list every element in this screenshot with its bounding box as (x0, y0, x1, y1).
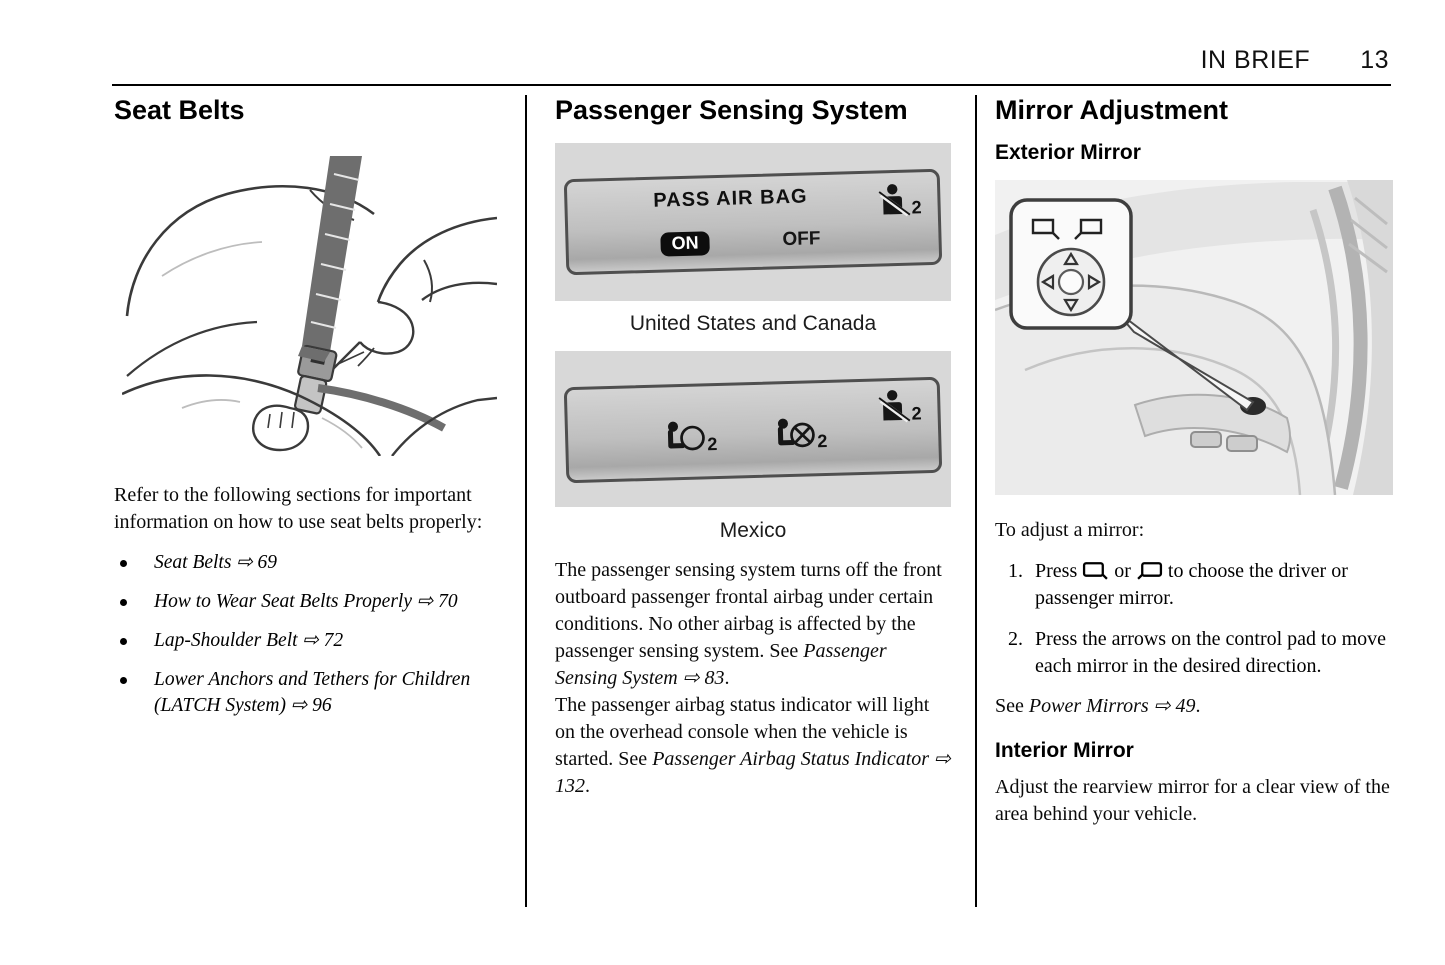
seat-belt-reminder-icon: 2 (878, 182, 922, 217)
period: . (585, 774, 590, 797)
reference-text: See (995, 694, 1024, 717)
step-text: Press the arrows on the control pad to m… (1035, 627, 1387, 677)
cross-reference: Passenger Airbag Status Indicator (652, 747, 930, 770)
paragraph-text: The passenger airbag status indicator wi… (555, 693, 930, 770)
pass-airbag-switch-panel: PASS AIR BAG ON OFF 2 (563, 168, 943, 275)
airbag-off-icon-svg (777, 418, 815, 447)
exterior-mirror-heading: Exterior Mirror (995, 140, 1141, 164)
mexico-indicator-panel: 2 2 2 (563, 376, 943, 483)
step-text-part: or (1114, 559, 1131, 582)
seat-belt-reminder-icon: 2 (878, 388, 922, 423)
driver-mirror-icon (1082, 560, 1109, 582)
running-head: IN BRIEF 13 (1201, 46, 1389, 75)
mirror-illustration-svg (994, 179, 1393, 495)
seat-belts-title: Seat Belts (114, 95, 245, 125)
mexico-caption: Mexico (719, 518, 787, 542)
airbag-icon-svg (667, 421, 705, 451)
interior-mirror-heading: Interior Mirror (995, 738, 1134, 762)
mirror-select-symbols (1031, 218, 1103, 240)
pass-airbag-mexico-image: 2 2 2 (555, 350, 951, 507)
step-number: 2. (1008, 627, 1023, 650)
mirror-control-illustration (994, 179, 1393, 495)
seat-belt-icon-svg (878, 183, 911, 217)
passenger-sensing-title: Passenger Sensing System (555, 95, 908, 125)
airbag-on-icon: 2 (664, 418, 718, 454)
page-number: 13 (1360, 46, 1389, 74)
off-indicator: OFF (782, 227, 821, 250)
step-1: 1. Press or to choose the driver or pass… (995, 558, 1393, 612)
passenger-sensing-paragraph-2: The passenger airbag status indicator wi… (555, 692, 951, 800)
step-2: 2. Press the arrows on the control pad t… (995, 626, 1393, 680)
passenger-sensing-column: Passenger Sensing System PASS AIR BAG ON… (555, 95, 951, 800)
icon-number: 2 (707, 433, 718, 454)
column-divider (525, 95, 527, 907)
ref-lap-shoulder: Lap-Shoulder Belt ⇨ 72 (154, 629, 344, 651)
list-item: Seat Belts ⇨ 69 (114, 550, 502, 576)
bullet-dot (120, 559, 127, 567)
icon-number: 2 (911, 402, 922, 424)
ref-seat-belts: Seat Belts ⇨ 69 (154, 551, 278, 573)
cross-reference: Passenger Sensing System ⇨ 83 (555, 639, 887, 689)
step-text-part: to choose the driver or passenger mirror… (1035, 559, 1348, 609)
paragraph-text: The passenger sensing system turns off t… (555, 558, 942, 662)
list-item: Lap-Shoulder Belt ⇨ 72 (114, 628, 502, 654)
bullet-dot (120, 598, 127, 606)
period: . (1195, 694, 1201, 717)
bullet-dot (120, 676, 127, 684)
us-caption: United States and Canada (629, 311, 877, 335)
list-item: Lower Anchors and Tethers for Children (… (114, 667, 502, 719)
direction-arrows (1040, 251, 1102, 312)
mirror-adjustment-title: Mirror Adjustment (995, 95, 1229, 125)
step-text: Press or to choose the driver or passeng… (1035, 558, 1393, 612)
airbag-off-icon: 2 (774, 415, 828, 451)
cross-reference: Power Mirrors ⇨ 49 (1028, 694, 1196, 717)
ref-latch: Lower Anchors and Tethers for Children (… (154, 668, 471, 716)
seat-belt-buckling-illustration (121, 155, 498, 457)
section-title: IN BRIEF (1200, 46, 1311, 74)
passenger-mirror-icon (1136, 560, 1163, 582)
power-mirrors-reference: See Power Mirrors ⇨ 49. (995, 693, 1393, 720)
icon-number: 2 (911, 196, 922, 218)
passenger-sensing-paragraph-1: The passenger sensing system turns off t… (555, 557, 951, 692)
seat-belts-column: Seat Belts (114, 95, 502, 732)
list-item: How to Wear Seat Belts Properly ⇨ 70 (114, 589, 502, 615)
icon-number: 2 (817, 430, 828, 451)
step-text-part: Press (1035, 559, 1078, 582)
pass-air-bag-label: PASS AIR BAG (653, 185, 808, 212)
mirror-control-inset (1009, 197, 1133, 330)
period: . (724, 666, 730, 689)
bullet-dot (120, 637, 127, 645)
seat-belts-intro: Refer to the following sections for impo… (114, 483, 483, 533)
on-indicator: ON (660, 231, 710, 257)
header-rule (112, 84, 1391, 86)
seat-belt-illustration-svg (121, 155, 498, 457)
adjust-mirror-intro: To adjust a mirror: (995, 518, 1145, 541)
interior-mirror-text: Adjust the rearview mirror for a clear v… (995, 775, 1390, 825)
pass-airbag-us-image: PASS AIR BAG ON OFF 2 (555, 142, 951, 301)
seat-belt-icon-svg (878, 389, 911, 423)
cross-reference-page: ⇨ 132 (555, 747, 951, 797)
ref-how-to-wear: How to Wear Seat Belts Properly ⇨ 70 (154, 590, 458, 612)
column-divider (975, 95, 977, 907)
step-number: 1. (1008, 559, 1023, 582)
seat-belts-ref-list: Seat Belts ⇨ 69 How to Wear Seat Belts P… (114, 550, 502, 719)
mirror-adjustment-column: Mirror Adjustment Exterior Mirror (994, 95, 1393, 828)
